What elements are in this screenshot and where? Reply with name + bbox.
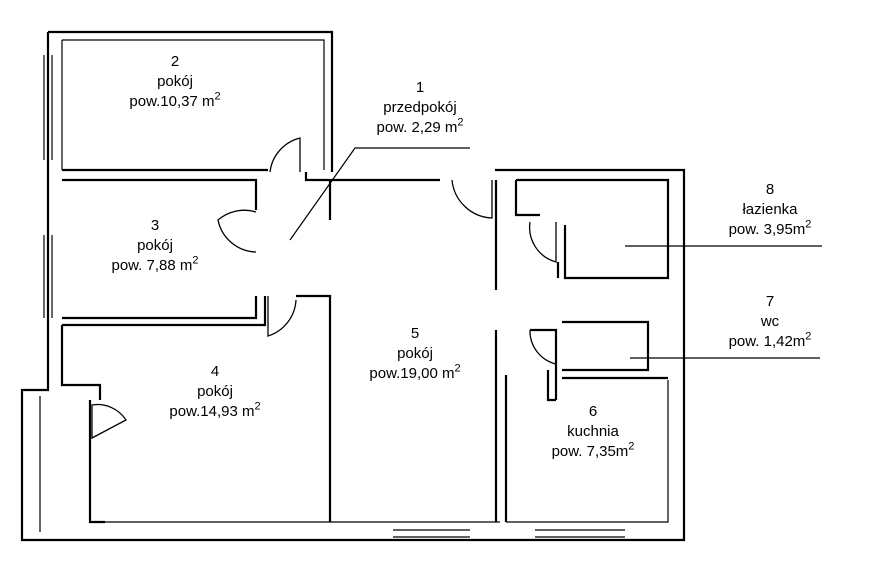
area-unit-exponent: 2 — [805, 218, 812, 231]
door-balcony — [91, 403, 127, 440]
room-area: pow. 3,95m — [728, 221, 806, 238]
leader-room-1 — [289, 147, 470, 241]
wall-2-3 — [62, 168, 268, 210]
room-name: pokój — [197, 383, 233, 400]
room-label-1: 1 przedpokój pow. 2,29 m2 — [355, 78, 485, 138]
area-unit-exponent: 2 — [454, 362, 461, 375]
area-unit-exponent: 2 — [457, 116, 464, 129]
room-area: pow. 1,42m — [728, 333, 806, 350]
room-number: 7 — [765, 293, 775, 310]
window-room-6 — [535, 529, 625, 538]
room-label-7: 7 wc pow. 1,42m2 — [700, 292, 840, 352]
window-room-3 — [43, 235, 53, 318]
room-area: pow.14,93 m — [169, 403, 255, 420]
door-room-2 — [269, 137, 301, 173]
door-room-4 — [267, 296, 297, 337]
room-number: 2 — [170, 53, 180, 70]
room-name: wc — [760, 313, 780, 330]
room-number: 8 — [765, 181, 775, 198]
outer-wall-inner-line — [39, 39, 325, 532]
door-hall-to-5 — [451, 179, 493, 219]
wall-bathroom — [514, 178, 670, 280]
window-room-5 — [393, 529, 470, 538]
area-unit-exponent: 2 — [628, 440, 635, 453]
door-wc — [529, 329, 557, 365]
wall-wc — [530, 320, 650, 402]
room-name: kuchnia — [567, 423, 619, 440]
room-number: 4 — [210, 363, 220, 380]
room-name: pokój — [137, 237, 173, 254]
wall-room-4-notch — [60, 325, 105, 524]
room-label-3: 3 pokój pow. 7,88 m2 — [90, 216, 220, 276]
room-label-5: 5 pokój pow.19,00 m2 — [350, 324, 480, 384]
area-unit-exponent: 2 — [805, 330, 812, 343]
room-label-2: 2 pokój pow.10,37 m2 — [110, 52, 240, 112]
room-label-8: 8 łazienka pow. 3,95m2 — [700, 180, 840, 240]
room-area: pow.10,37 m — [129, 93, 215, 110]
room-number: 6 — [588, 403, 598, 420]
area-unit-exponent: 2 — [254, 400, 261, 413]
room-name: pokój — [397, 345, 433, 362]
wall-3-4 — [62, 296, 267, 327]
room-number: 3 — [150, 217, 160, 234]
bottom-inner-wall — [105, 380, 669, 523]
window-room-2 — [43, 55, 53, 160]
room-label-4: 4 pokój pow.14,93 m2 — [150, 362, 280, 422]
wall-kitchen — [504, 375, 668, 522]
room-number: 1 — [415, 79, 425, 96]
area-unit-exponent: 2 — [214, 90, 221, 103]
outer-wall-left-block — [20, 30, 686, 542]
door-bathroom — [528, 221, 557, 263]
room-number: 5 — [410, 325, 420, 342]
wall-room-1 — [296, 172, 498, 522]
door-room-3 — [217, 209, 257, 253]
room-name: pokój — [157, 73, 193, 90]
room-name: łazienka — [742, 201, 798, 218]
room-area: pow. 7,88 m — [111, 257, 193, 274]
room-name: przedpokój — [383, 99, 457, 116]
room-label-6: 6 kuchnia pow. 7,35m2 — [528, 402, 658, 462]
room-area: pow.19,00 m — [369, 365, 455, 382]
room-area: pow. 7,35m — [551, 443, 629, 460]
room-area: pow. 2,29 m — [376, 119, 458, 136]
area-unit-exponent: 2 — [192, 254, 199, 267]
